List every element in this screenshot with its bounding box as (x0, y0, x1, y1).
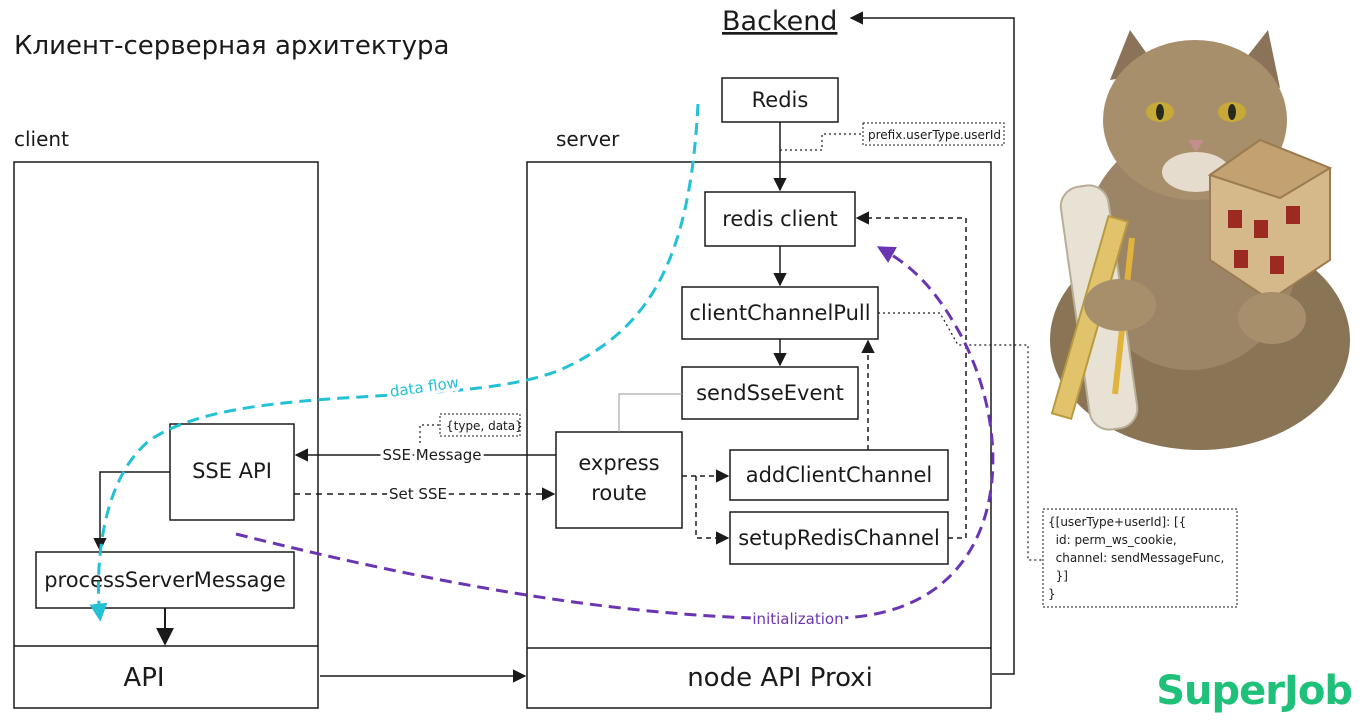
event-payload-connector (419, 424, 440, 448)
process-server-message-node (35, 551, 295, 609)
sse-message-label: SSE Message (382, 446, 481, 464)
initialization-curve (235, 246, 995, 621)
event-payload-note (439, 413, 521, 437)
add-client-channel-label: addClientChannel (746, 463, 933, 487)
redis-key-note-text: prefix.userType.userId (868, 128, 1001, 142)
client-section-label: client (14, 127, 69, 151)
set-sse-label: Set SSE (389, 485, 447, 503)
initialization-label: initialization (752, 610, 843, 628)
sse-api-node (169, 423, 295, 521)
channel-store-line-5: } (1048, 587, 1056, 601)
sse-api-label: SSE API (192, 459, 272, 483)
redis-client-node (704, 191, 856, 247)
channel-store-line-2: id: perm_ws_cookie, (1048, 533, 1177, 547)
send-to-express-edge (618, 393, 682, 432)
client-channel-pull-label: clientChannelPull (689, 301, 870, 325)
event-payload-note-text: {type, data} (446, 419, 523, 433)
channel-store-line-3: channel: sendMessageFunc, (1048, 551, 1224, 565)
setup-redis-channel-label: setupRedisChannel (738, 526, 940, 550)
backend-label: Backend (722, 6, 837, 37)
setup-redis-channel-node (729, 511, 949, 565)
client-channel-pull-node (681, 286, 879, 340)
redis-key-note (862, 122, 1005, 146)
channel-store-note (1042, 508, 1238, 608)
server-section-label: server (556, 127, 620, 151)
add-client-channel-node (729, 449, 949, 501)
send-sse-event-label: sendSseEvent (696, 381, 844, 405)
express-to-setup-edge (695, 476, 730, 545)
express-route-node (555, 431, 683, 529)
data-flow-curve (89, 103, 700, 622)
express-route-label-line2: route (591, 481, 646, 505)
redis-client-node-label: redis client (722, 207, 838, 231)
page-title: Клиент-серверная архитектура (14, 31, 450, 61)
express-route-label-line1: express (578, 451, 659, 475)
client-container (13, 161, 319, 709)
channel-store-line-1: {[userType+userId]: [{ (1048, 515, 1186, 529)
redis-node (721, 77, 839, 123)
redis-key-connector (780, 133, 863, 151)
channel-store-line-4: }] (1048, 569, 1068, 583)
redis-node-label: Redis (752, 88, 809, 112)
send-sse-event-node (681, 366, 859, 420)
cat-illustration (1042, 18, 1350, 450)
setup-to-redis-client-edge (855, 211, 967, 539)
proxy-to-backend-edge (849, 11, 1015, 675)
client-api-label: API (123, 663, 164, 693)
superjob-logo: SuperJob (1156, 668, 1352, 714)
process-server-message-label: processServerMessage (44, 568, 286, 592)
channel-store-connector (878, 312, 1043, 561)
data-flow-label: data flow (389, 373, 460, 400)
node-api-proxy-label: node API Proxi (687, 663, 873, 693)
sse-api-to-process-edge (93, 471, 170, 552)
